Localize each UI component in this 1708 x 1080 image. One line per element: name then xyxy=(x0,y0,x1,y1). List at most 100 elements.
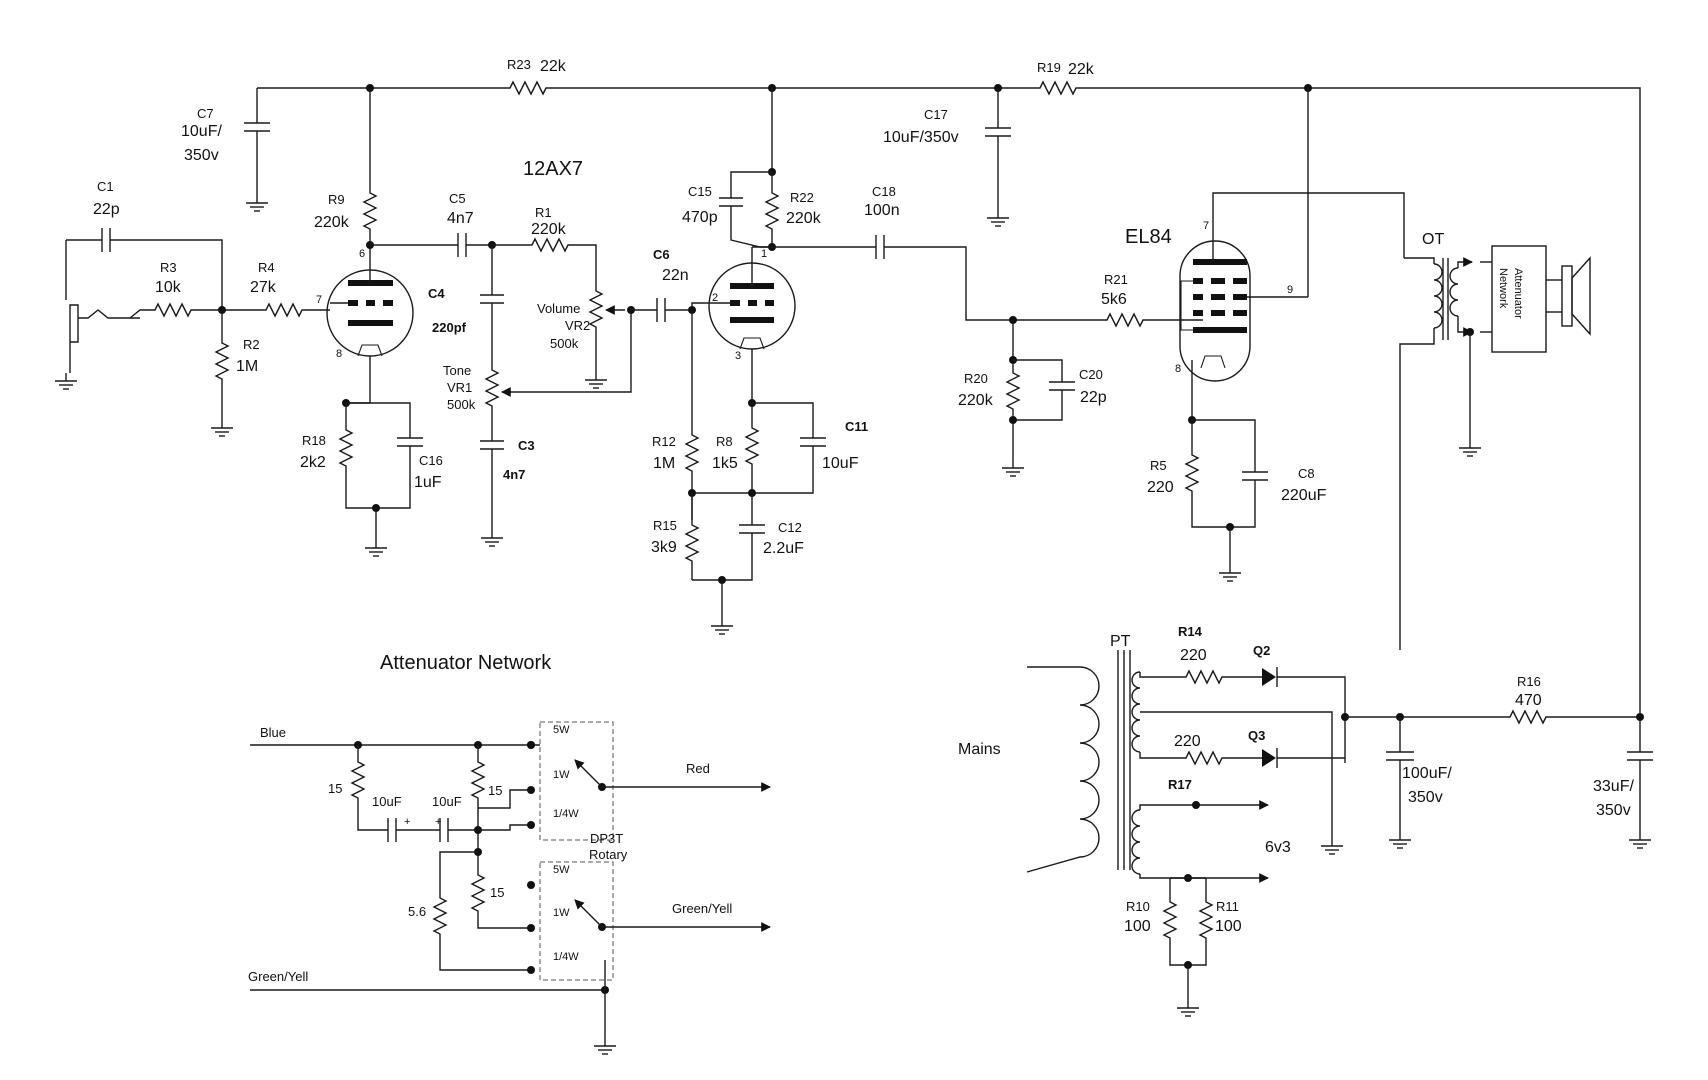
input-jack xyxy=(54,240,140,390)
green-yell-in-label: Green/Yell xyxy=(248,969,308,984)
c16-value: 1uF xyxy=(414,474,442,491)
r14-value: 220 xyxy=(1180,647,1207,664)
c7-ref: C7 xyxy=(197,106,214,121)
q3-ref: Q3 xyxy=(1248,728,1265,743)
c12-ref: C12 xyxy=(778,520,802,535)
r17-ref: R17 xyxy=(1168,777,1192,792)
c20-value: 22p xyxy=(1080,389,1107,406)
r5-ref: R5 xyxy=(1150,458,1167,473)
switch-type-1: DP3T xyxy=(590,831,623,846)
r10-value: 100 xyxy=(1124,918,1151,935)
green-yell-out-label: Green/Yell xyxy=(672,901,732,916)
power-transformer xyxy=(1026,650,1333,883)
switch-deck-2 xyxy=(539,861,614,981)
red-wire-label: Red xyxy=(686,761,710,776)
rq3-value: 220 xyxy=(1174,733,1201,750)
r19-ref: R19 xyxy=(1037,60,1061,75)
r2-value: 1M xyxy=(236,358,258,375)
att-r15-a: 15 xyxy=(328,781,342,796)
att-cap-a: 10uF xyxy=(372,794,402,809)
c3-value: 4n7 xyxy=(503,467,525,482)
ot-label: OT xyxy=(1422,231,1444,248)
output-transformer xyxy=(1399,257,1482,650)
r23-value: 22k xyxy=(540,58,567,75)
v1b-pin-grid: 2 xyxy=(712,292,718,304)
c7-value-1: 10uF/ xyxy=(181,123,222,140)
r5-value: 220 xyxy=(1147,479,1174,496)
c17-ref: C17 xyxy=(924,107,948,122)
el84-tube xyxy=(1179,192,1405,420)
speaker-box-line1: Attenuator xyxy=(1512,268,1524,319)
c15-ref: C15 xyxy=(688,184,712,199)
vr2-ref-2: VR2 xyxy=(565,318,590,333)
switch-deck-1 xyxy=(539,721,614,841)
v1a-tube xyxy=(326,245,414,403)
c-end-value-2: 350v xyxy=(1596,802,1631,819)
c20-ref: C20 xyxy=(1079,367,1103,382)
speaker-box-line2: Network xyxy=(1497,268,1509,309)
speaker-attenuator-box xyxy=(1491,245,1547,353)
v1b-tube xyxy=(707,247,796,403)
c8-value: 220uF xyxy=(1281,487,1327,504)
preamp-tube-label: 12AX7 xyxy=(523,158,583,180)
r11-value: 100 xyxy=(1215,918,1242,935)
att-r15-b: 15 xyxy=(488,783,502,798)
r22-ref: R22 xyxy=(790,190,814,205)
r12-value: 1M xyxy=(653,455,675,472)
r1-ref: R1 xyxy=(535,205,552,220)
v1a-pin-cathode: 8 xyxy=(336,348,342,360)
r22-value: 220k xyxy=(786,210,822,227)
r9-ref: R9 xyxy=(328,192,345,207)
sw1-pos-quarter: 1/4W xyxy=(553,808,579,820)
r8-ref: R8 xyxy=(716,434,733,449)
c7-value-2: 350v xyxy=(184,147,219,164)
r20-ref: R20 xyxy=(964,371,988,386)
r3-ref: R3 xyxy=(160,260,177,275)
pt-label: PT xyxy=(1110,633,1131,650)
power-tube-label: EL84 xyxy=(1125,226,1172,248)
c5-value: 4n7 xyxy=(447,210,474,227)
v1a-pin-plate: 6 xyxy=(359,248,365,260)
vr1-ref-2: VR1 xyxy=(447,380,472,395)
c-main-value-1: 100uF/ xyxy=(1402,765,1452,782)
att-r15-c: 15 xyxy=(490,885,504,900)
r11-ref: R11 xyxy=(1216,899,1239,914)
vr1-value: 500k xyxy=(447,397,476,412)
r21-value: 5k6 xyxy=(1101,291,1127,308)
c6-value: 22n xyxy=(662,267,689,284)
sw1-pos-5w: 5W xyxy=(553,724,570,736)
r21-ref: R21 xyxy=(1104,272,1128,287)
r10-ref: R10 xyxy=(1126,899,1150,914)
c6-ref: C6 xyxy=(653,247,670,262)
switch-type-2: Rotary xyxy=(589,847,628,862)
heater-label: 6v3 xyxy=(1265,839,1291,856)
r12-ref: R12 xyxy=(652,434,676,449)
c15-value: 470p xyxy=(682,209,718,226)
r4-value: 27k xyxy=(250,279,277,296)
sw1-pos-1w: 1W xyxy=(553,769,570,781)
c-main-value-2: 350v xyxy=(1408,789,1443,806)
v1b-pin-cathode: 3 xyxy=(735,350,741,362)
c11-ref: C11 xyxy=(845,419,868,434)
vr1-ref-1: Tone xyxy=(443,363,471,378)
r18-value: 2k2 xyxy=(300,454,326,471)
c18-value: 100n xyxy=(864,202,900,219)
att-plus-a: + xyxy=(404,816,410,828)
r18-ref: R18 xyxy=(302,433,326,448)
att-r5-6: 5.6 xyxy=(408,904,426,919)
r3-value: 10k xyxy=(155,279,182,296)
attenuator-title: Attenuator Network xyxy=(380,652,552,674)
sw2-pos-1w: 1W xyxy=(553,907,570,919)
vr2-value: 500k xyxy=(550,336,579,351)
sw2-pos-5w: 5W xyxy=(553,864,570,876)
c8-ref: C8 xyxy=(1298,466,1315,481)
r8-value: 1k5 xyxy=(712,455,738,472)
r23-ref: R23 xyxy=(507,57,531,72)
r20-value: 220k xyxy=(958,392,994,409)
r19-value: 22k xyxy=(1068,61,1095,78)
vr2-ref-1: Volume xyxy=(537,301,580,316)
c7-capacitor xyxy=(244,88,270,212)
r9-value: 220k xyxy=(314,214,350,231)
